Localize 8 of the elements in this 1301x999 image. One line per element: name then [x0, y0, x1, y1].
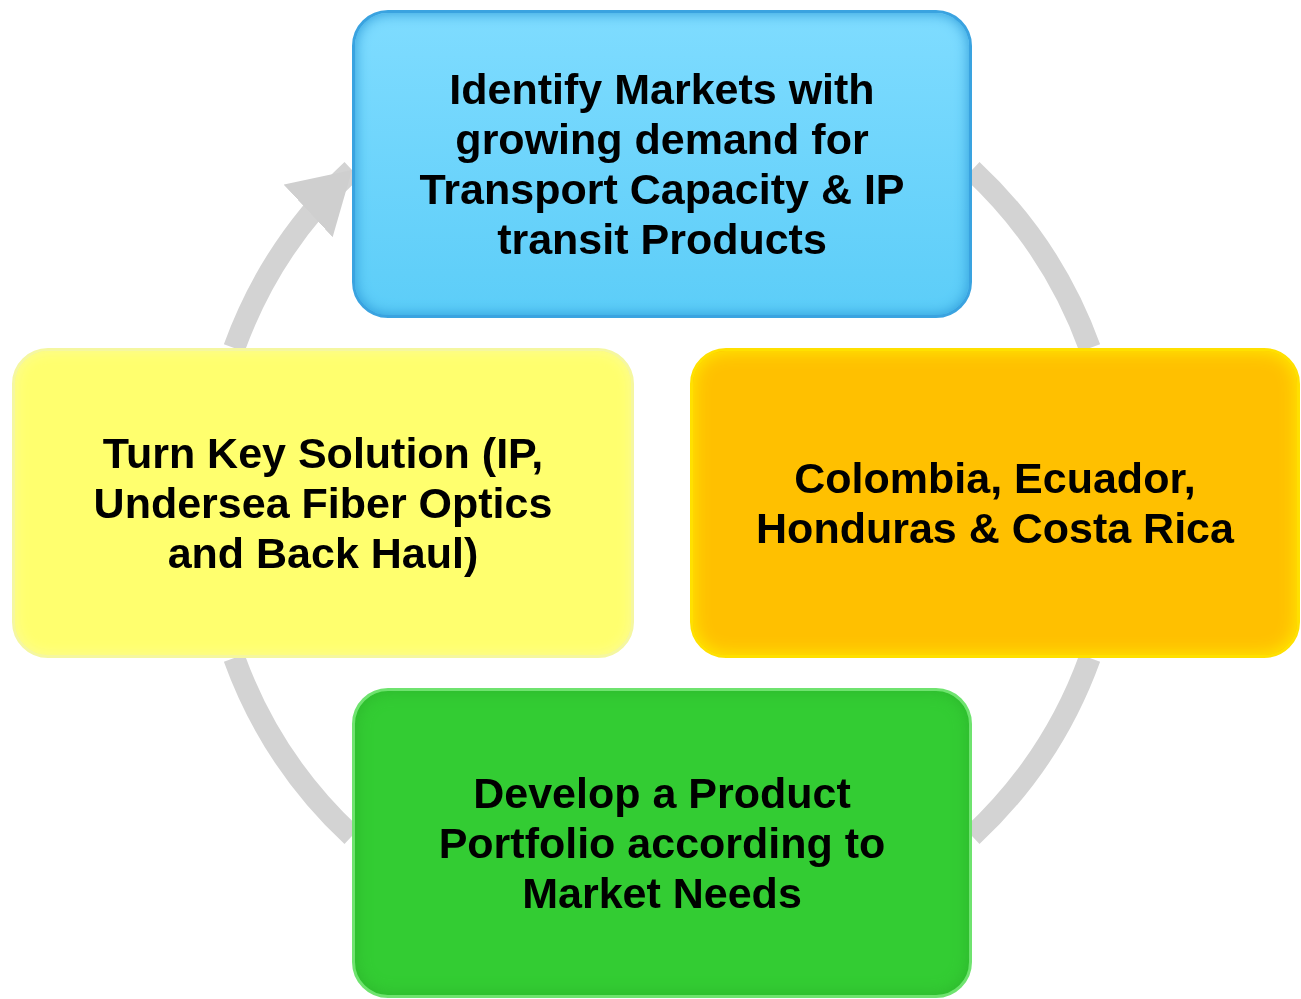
box-text: Colombia, Ecuador, Honduras & Costa Rica	[755, 453, 1236, 553]
process-box	[12, 348, 634, 658]
box-text: Develop a Product Portfolio according to Market Needs	[437, 768, 887, 918]
process-box	[352, 10, 972, 318]
box-text: Turn Key Solution (IP, Undersea Fiber Optics and Back Haul)	[92, 428, 554, 578]
process-box	[690, 348, 1300, 658]
process-box	[352, 688, 972, 998]
box-text: Identify Markets with growing demand for Transport Capacity & IP transit Products	[418, 64, 906, 264]
